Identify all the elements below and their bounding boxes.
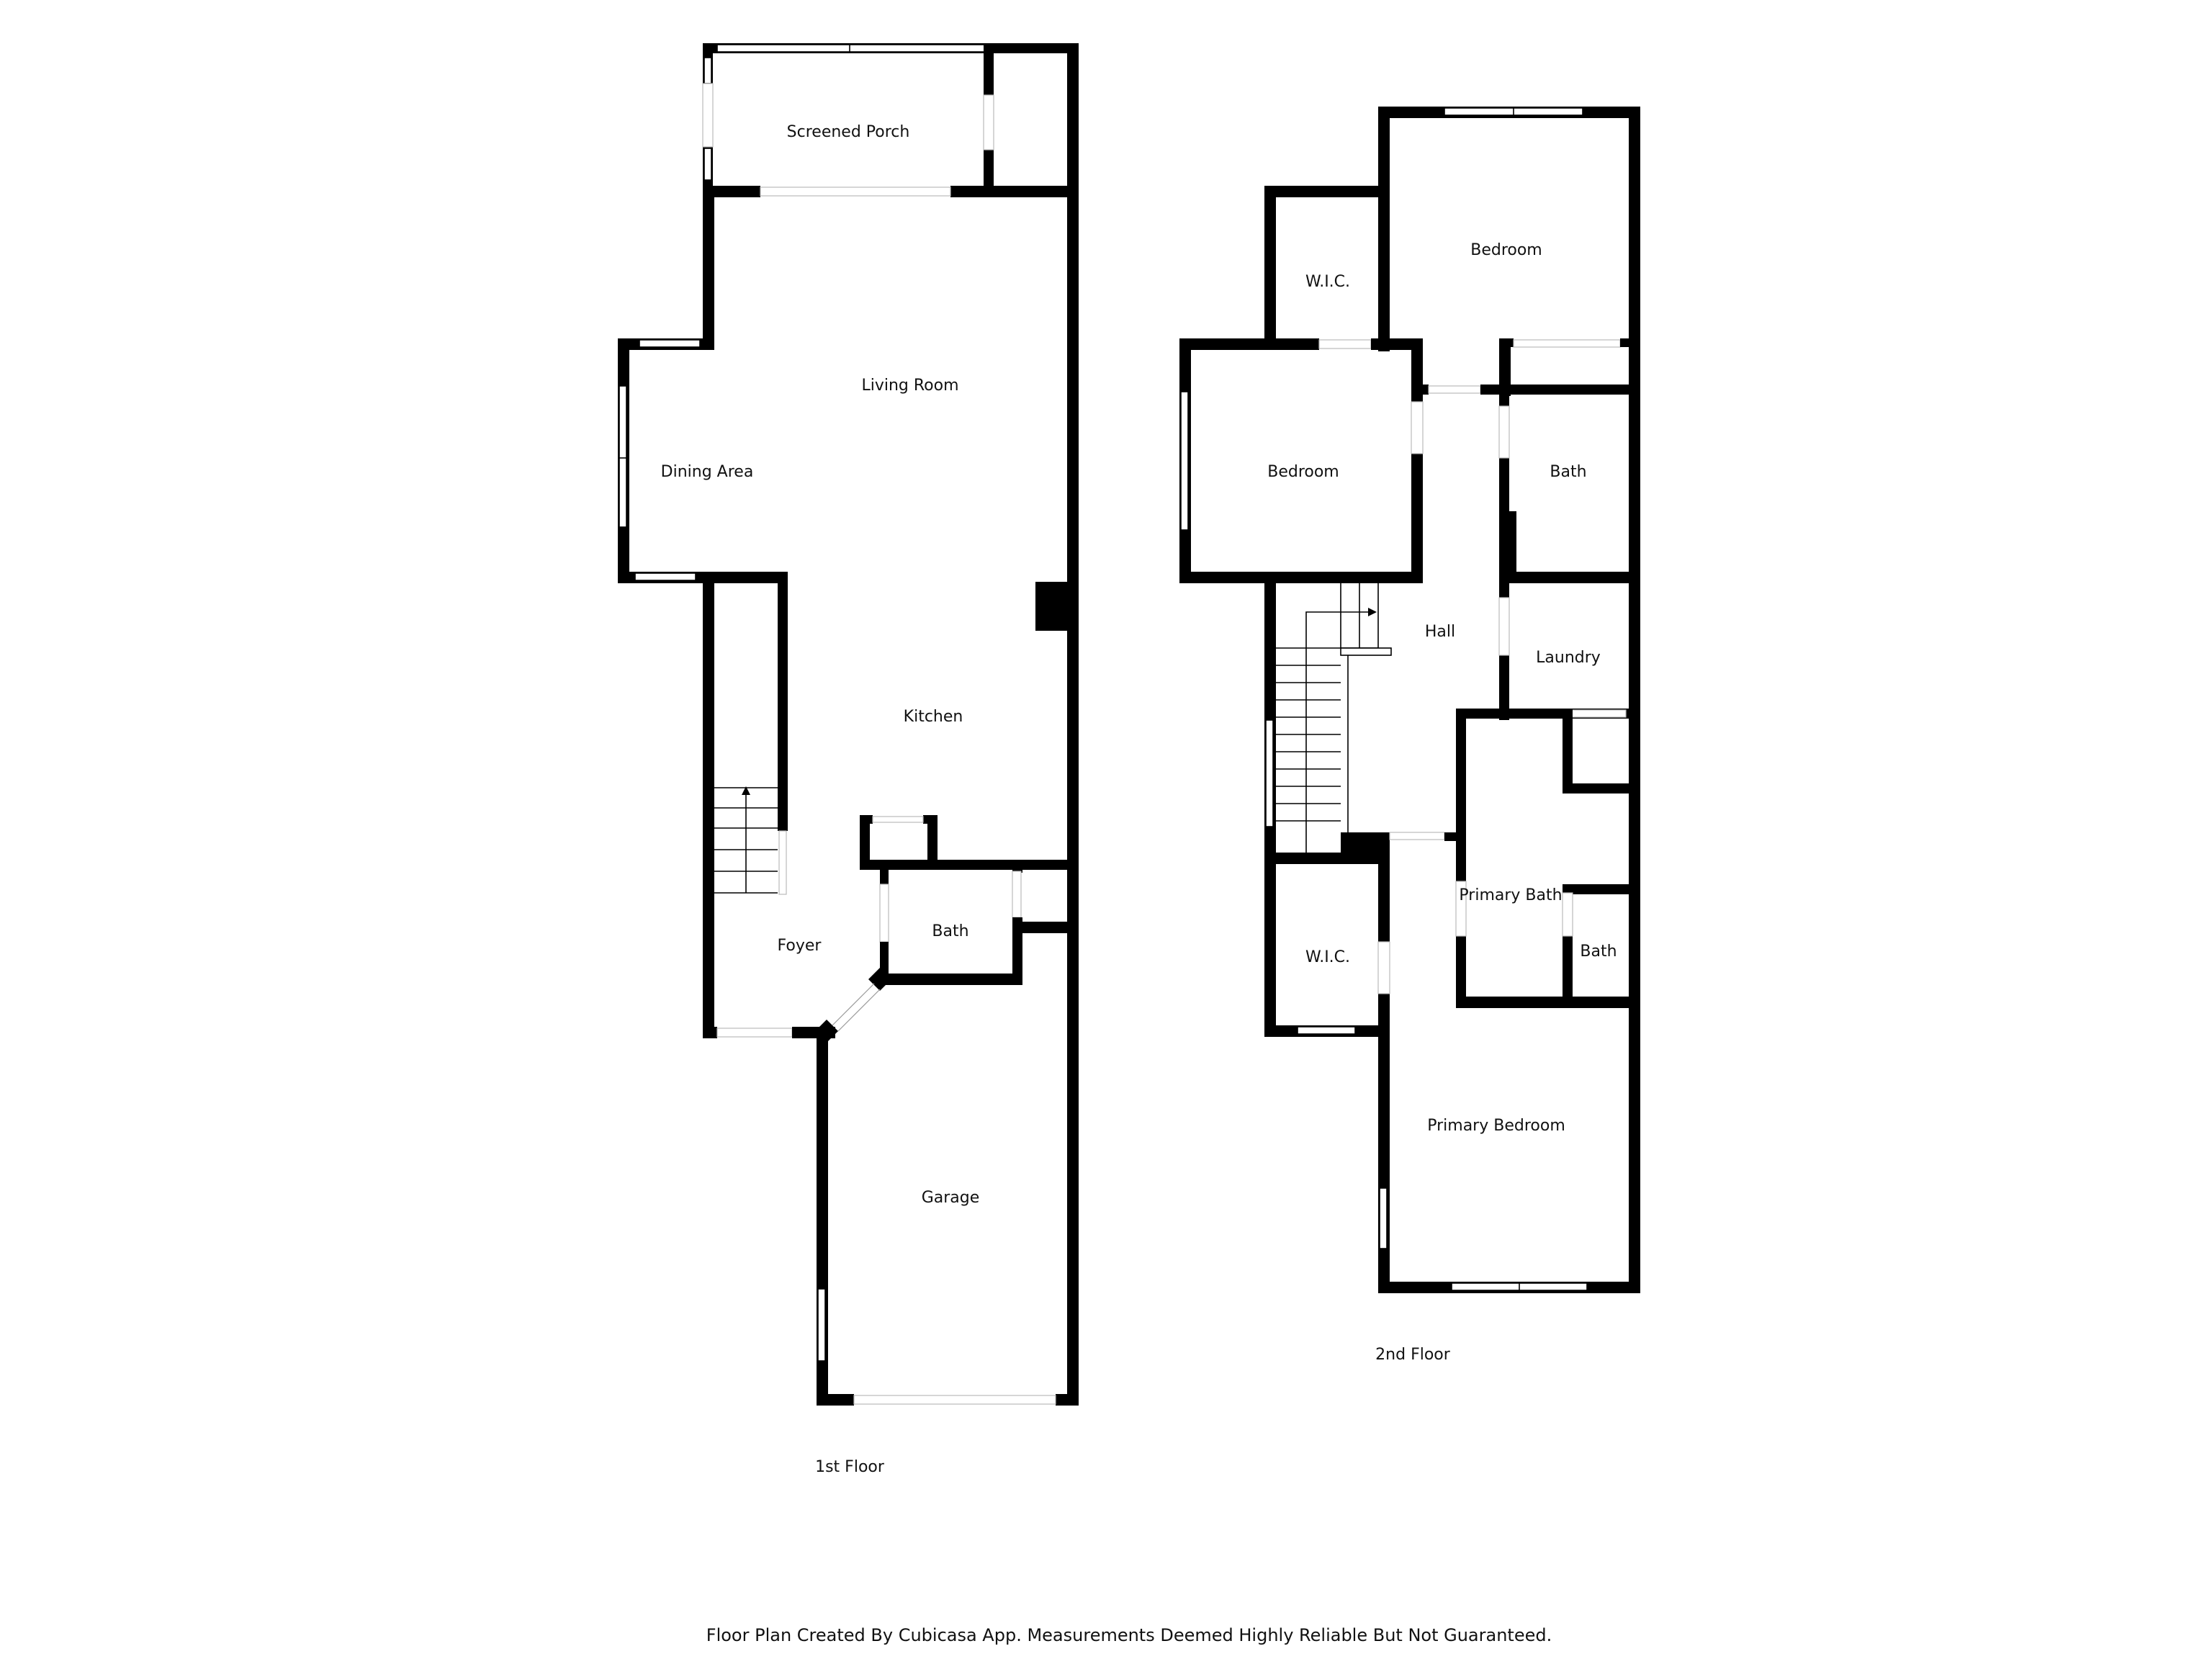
- room-label-laundry: Laundry: [1536, 649, 1601, 667]
- floor-label-first: 1st Floor: [815, 1458, 885, 1476]
- floor-label-second: 2nd Floor: [1375, 1346, 1451, 1364]
- room-label-kitchen: Kitchen: [904, 708, 963, 726]
- room-label-foyer: Foyer: [778, 937, 822, 955]
- room-label-bedroom-left: Bedroom: [1267, 463, 1339, 481]
- room-label-living-room: Living Room: [861, 377, 958, 395]
- room-label-wic-upper: W.I.C.: [1305, 273, 1350, 291]
- room-label-garage: Garage: [922, 1189, 980, 1207]
- room-label-bath-small: Bath: [1580, 943, 1617, 961]
- room-label-hall: Hall: [1425, 623, 1455, 641]
- room-label-bedroom-top: Bedroom: [1470, 241, 1542, 259]
- room-label-screened-porch: Screened Porch: [787, 123, 910, 141]
- stairs-icon: [1273, 575, 1392, 853]
- room-labels: Screened Porch Living Room Dining Area K…: [661, 123, 1617, 1645]
- footer-disclaimer: Floor Plan Created By Cubicasa App. Meas…: [706, 1625, 1552, 1645]
- second-floor-plan: [1179, 107, 1640, 1293]
- stairs-icon: [714, 786, 778, 894]
- room-label-wic-lower: W.I.C.: [1305, 948, 1350, 966]
- room-label-primary-bath: Primary Bath: [1459, 886, 1562, 904]
- room-label-dining-area: Dining Area: [661, 463, 754, 481]
- first-floor-plan: [618, 43, 1079, 1406]
- room-label-bath-2f: Bath: [1550, 463, 1586, 481]
- room-label-bath-1f: Bath: [932, 922, 968, 940]
- room-label-primary-bedroom: Primary Bedroom: [1427, 1117, 1565, 1135]
